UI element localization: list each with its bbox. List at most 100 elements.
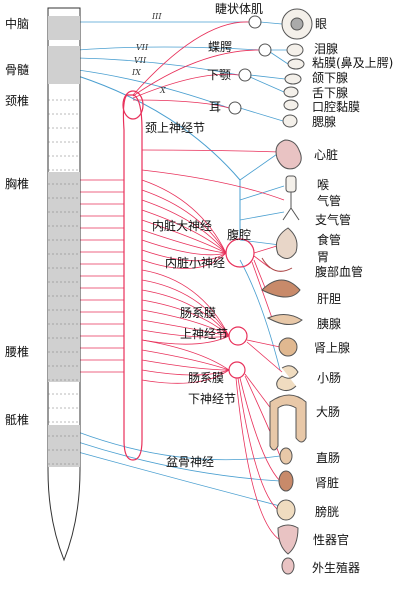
ciliary-eye: [259, 21, 283, 25]
symp-otic: [132, 99, 230, 109]
small-intestine-icon: [276, 365, 299, 392]
cranial-nerve-7a: VII: [136, 43, 149, 52]
label-eye: 眼: [315, 17, 328, 31]
inf-mes-fiber: [141, 369, 230, 384]
label-abdominal-vessels: 腹部血管: [315, 265, 364, 279]
label-ciliary: 睫状体肌: [215, 2, 264, 16]
infmes-rectum: [244, 375, 281, 457]
adrenal-icon: [278, 337, 298, 357]
symp-lungs: [141, 169, 285, 201]
sympathetic-chain: [122, 94, 143, 461]
splanchnic-fiber: [141, 229, 227, 254]
nerve-connections: [77, 21, 289, 541]
label-rectum: 直肠: [316, 451, 341, 465]
celiac-vessels: [253, 255, 271, 269]
label-larynx: 喉: [317, 178, 330, 192]
sup-mes-fiber: [141, 299, 230, 337]
label-celiac: 腹腔: [227, 228, 252, 242]
sublingual-gland-icon: [283, 86, 299, 98]
label-midbrain: 中脑: [5, 17, 30, 31]
sup-mes-fiber: [141, 319, 230, 337]
external-genitalia-icon: [281, 557, 295, 575]
inf-mes-fiber: [141, 339, 230, 371]
splanchnic-fiber: [141, 219, 227, 254]
vagus-nerve: [77, 75, 241, 240]
inferior-mesenteric-ganglion: [228, 361, 246, 379]
cn7a-nerve: [77, 46, 260, 51]
liver-icon: [261, 279, 301, 298]
pterygopalatine-ganglion: [258, 43, 272, 57]
spinal-cord: [47, 7, 81, 562]
inf-mes-fiber: [141, 349, 230, 371]
label-heart: 心脏: [314, 148, 339, 162]
sup-mes-fiber: [141, 289, 230, 337]
cranial-nerve-10: X: [160, 86, 166, 95]
infmes-bladder: [237, 377, 279, 511]
esophagus-stomach-icon: [275, 227, 298, 259]
label-bladder: 膀胱: [315, 505, 340, 519]
otic-parotid: [239, 107, 284, 122]
label-thoracic: 胸椎: [5, 177, 30, 191]
symp-heart: [141, 149, 281, 153]
supmes-intestine: [246, 341, 283, 373]
label-superior-cervical: 颈上神经节: [145, 121, 206, 135]
infmes-kidney: [239, 377, 281, 482]
label-submandibular-gland: 颌下腺: [312, 71, 349, 85]
lacrimal-gland-icon: [286, 43, 304, 57]
label-lesser-splanchnic: 内脏小神经: [165, 256, 226, 270]
sacral-nerve-1: [77, 441, 281, 482]
splanchnic-fiber: [141, 179, 227, 254]
splanchnic-fiber: [141, 189, 227, 254]
celiac-ganglion: [225, 238, 255, 268]
thoracic-segment: [48, 172, 80, 382]
label-sublingual-gland: 舌下腺: [312, 86, 349, 100]
label-stomach: 胃: [317, 250, 330, 264]
ptery-nose: [269, 51, 289, 65]
label-kidney: 肾脏: [315, 476, 340, 490]
label-cervical: 颈椎: [5, 94, 30, 108]
otic-ganglion: [228, 101, 242, 115]
sacral-nerve-0: [77, 431, 281, 461]
organ-icons: [261, 8, 313, 575]
label-trachea: 气管: [317, 194, 342, 208]
heart-icon: [275, 139, 302, 170]
vagus-intestine: [239, 259, 281, 371]
splanchnic-fiber: [141, 249, 227, 262]
label-superior-mesenteric-1: 肠系膜: [180, 306, 217, 320]
rectum-icon: [279, 447, 293, 465]
label-otic: 耳: [209, 100, 222, 114]
label-parotid: 腮腺: [312, 115, 337, 129]
label-adrenal: 肾上腺: [314, 341, 351, 355]
label-pterygopalatine: 蝶腭: [208, 40, 233, 54]
symp-eye: [132, 21, 250, 96]
sacral-segment: [48, 425, 80, 467]
larynx-icon: [285, 175, 297, 193]
infmes-genitals: [235, 377, 281, 541]
sacral-nerve-2: [77, 451, 281, 507]
celiac-stomach: [253, 244, 281, 254]
cn9-nerve: [77, 69, 230, 109]
midbrain-segment: [48, 16, 80, 40]
sup-mes-fiber: [141, 329, 230, 338]
kidney-icon: [278, 470, 294, 492]
bladder-icon: [276, 499, 296, 521]
submand-sublingual: [249, 76, 285, 93]
cranial-nerve-7b: VII: [134, 56, 147, 65]
cranial-nerve-3: III: [152, 12, 162, 21]
label-medulla: 骨髓: [5, 63, 30, 77]
abdominal-vessels-icon: [261, 257, 293, 272]
inf-mes-fiber: [141, 359, 230, 371]
label-external-genitalia: 外生殖器: [312, 561, 361, 575]
label-pancreas: 胰腺: [317, 317, 342, 331]
supmes-adrenal: [246, 339, 281, 348]
label-nasal-mucosa: 粘膜(鼻及上腭): [312, 56, 394, 70]
sup-mes-fiber: [141, 269, 230, 337]
label-superior-mesenteric-2: 上神经节: [180, 327, 229, 341]
label-esophagus: 食管: [317, 233, 342, 247]
nasal-mucosa-icon: [287, 58, 305, 70]
submandibular-gland-icon: [284, 73, 302, 85]
bronchi-icon: [282, 207, 300, 221]
inf-mes-fiber: [141, 369, 230, 376]
